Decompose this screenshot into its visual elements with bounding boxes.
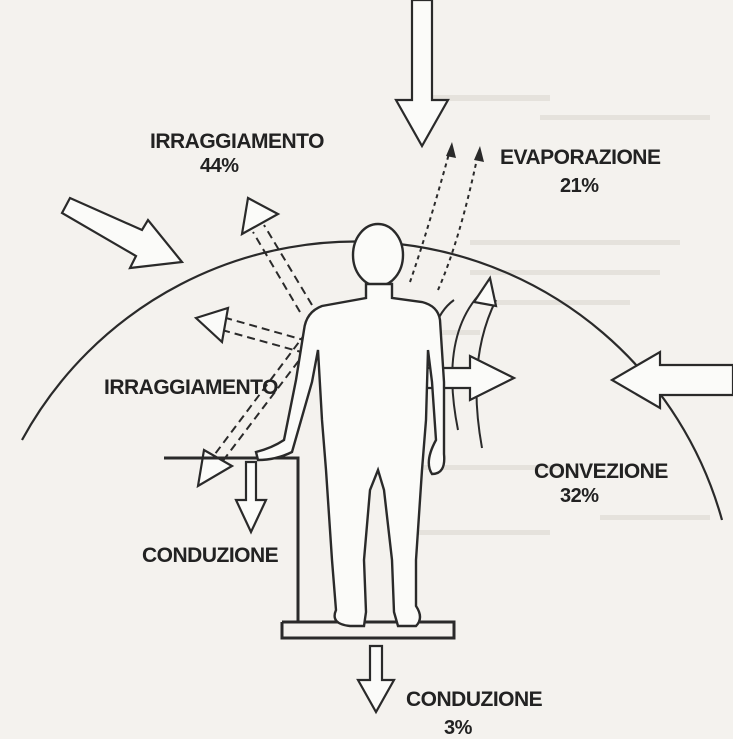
label-irraggiamento-mid: IRRAGGIAMENTO	[104, 376, 278, 399]
evaporation-arrows	[410, 142, 484, 290]
label-evaporazione-pct: 21%	[560, 175, 599, 197]
label-conduzione-bottom: CONDUZIONE	[406, 688, 543, 711]
incoming-arrow-right	[612, 352, 733, 408]
label-irraggiamento-top-pct: 44%	[200, 155, 239, 177]
label-conduzione-bottom-pct: 3%	[444, 717, 473, 739]
label-convezione: CONVEZIONE	[534, 460, 668, 483]
incoming-arrow-upper-left	[62, 198, 182, 268]
conduction-table-arrow	[236, 462, 266, 532]
label-convezione-pct: 32%	[560, 485, 599, 507]
incoming-arrow-top	[396, 0, 448, 146]
label-evaporazione: EVAPORAZIONE	[500, 146, 661, 169]
label-conduzione-left: CONDUZIONE	[142, 544, 279, 567]
conduction-floor-arrow	[358, 646, 394, 712]
label-irraggiamento-top: IRRAGGIAMENTO	[150, 130, 324, 153]
